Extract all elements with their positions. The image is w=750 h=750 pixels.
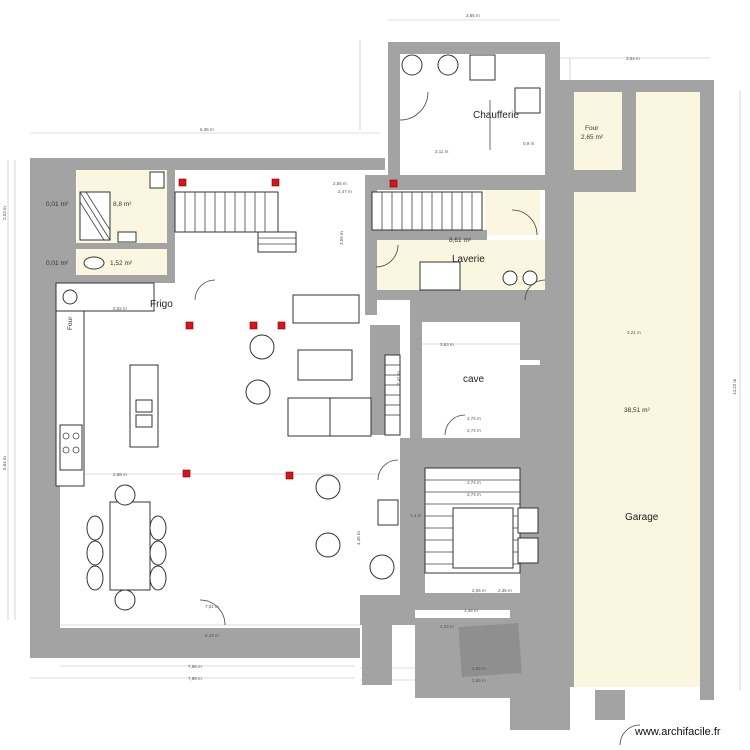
dim-left-long: 6,36 m xyxy=(200,127,214,132)
dim-2-35: 2,35 m xyxy=(498,588,512,593)
dim-2-11: 2,11 m xyxy=(435,149,449,154)
dim-6-43: 6,43 m xyxy=(205,633,219,638)
frigo-label: Frigo xyxy=(150,299,173,310)
dim-2-74-a: 2,74 m xyxy=(467,416,481,421)
dim-1-46: 1,46 m xyxy=(464,608,478,613)
dim-left-height: 5,64 m xyxy=(2,456,7,470)
living-furniture xyxy=(245,294,395,580)
dim-2-74-c: 2,74 m xyxy=(467,480,481,485)
dim-2-41: 2,41 m xyxy=(396,371,401,385)
dim-2-74-d: 2,74 m xyxy=(467,492,481,497)
laverie-area: 8,61 m² xyxy=(449,237,472,244)
laverie-upper-floor xyxy=(485,190,540,235)
dim-2-55: 2,55 m xyxy=(333,181,347,186)
dim-right-top: 3,54 m xyxy=(626,56,640,61)
dim-garage-height: 14,22 m xyxy=(732,378,737,395)
marker-4 xyxy=(185,321,194,330)
dim-bottom-1: 7,66 m xyxy=(188,664,202,669)
dim-cave-width: 3,63 m xyxy=(440,342,454,347)
dim-7-01: 7,01 m xyxy=(205,604,219,609)
laundry-fixtures xyxy=(419,261,538,291)
marker-1 xyxy=(178,178,187,187)
doors xyxy=(194,91,641,746)
laverie-label: Laverie xyxy=(452,254,485,265)
small-area-1: 0,01 m² xyxy=(46,201,69,208)
red-markers xyxy=(178,178,398,480)
dim-4-33: 4,33 m xyxy=(440,624,454,629)
four-room-floor xyxy=(574,98,622,170)
four-room-area: 2,65 m² xyxy=(581,134,604,141)
dim-2-74-b: 2,74 m xyxy=(467,428,481,433)
marker-7 xyxy=(182,469,191,478)
marker-2 xyxy=(271,178,280,187)
boiler-room-fixtures xyxy=(401,54,541,150)
dining-table xyxy=(86,484,167,611)
bathroom-fixtures xyxy=(79,171,165,270)
small-area-2: 0,01 m² xyxy=(46,260,69,267)
dim-3-59: 3,59 m xyxy=(339,231,344,245)
kitchen-four-label: Four xyxy=(67,316,74,330)
wc-area: 1,52 m² xyxy=(110,260,133,267)
dim-0-9: 0,9 m xyxy=(523,141,535,146)
walls xyxy=(30,42,714,730)
watermark: www.archifacile.fr xyxy=(634,726,721,738)
dim-1-4: 1,4 m xyxy=(410,513,422,518)
dim-top-total: 3,65 m xyxy=(466,13,480,18)
dim-left-top: 2,53 m xyxy=(2,206,7,220)
dim-living-width: 2,68 m xyxy=(113,472,127,477)
dim-garage-width: 3,21 m xyxy=(627,330,641,335)
dim-4-45: 4,45 m xyxy=(356,531,361,545)
dim-2-05: 2,05 m xyxy=(472,588,486,593)
marker-6 xyxy=(277,321,286,330)
stairs-left xyxy=(174,191,297,253)
stairs-right xyxy=(371,191,483,231)
garage-label: Garage xyxy=(625,512,659,523)
marker-3 xyxy=(389,179,398,188)
four-room-label: Four xyxy=(585,125,599,132)
kitchen-fixtures xyxy=(55,282,159,487)
dim-bottom-r1: 2,85 m xyxy=(472,666,486,671)
chaufferie-label: Chaufferie xyxy=(473,110,519,121)
dim-2-47: 2,47 m xyxy=(338,189,352,194)
marker-8 xyxy=(285,471,294,480)
garage-area: 38,51 m² xyxy=(624,407,650,414)
laverie-floor xyxy=(377,240,547,290)
bathroom-area: 8,8 m² xyxy=(113,201,132,208)
bedroom-furniture xyxy=(377,499,539,569)
dim-bottom-2: 7,89 m xyxy=(188,676,202,681)
dim-bottom-r2: 3,85 m xyxy=(472,678,486,683)
cave-label: cave xyxy=(463,374,485,385)
marker-5 xyxy=(249,321,258,330)
dim-kitchen-width: 2,02 m xyxy=(113,306,127,311)
